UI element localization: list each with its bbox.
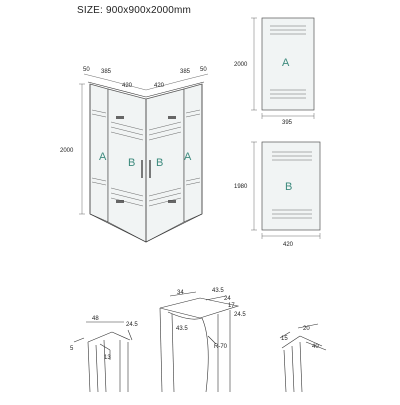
panel-a-width: 395 <box>282 120 293 126</box>
panel-a-height: 2000 <box>234 62 248 68</box>
detail-mid-r70: R-70 <box>214 344 228 350</box>
dim-main-height: 2000 <box>60 148 74 154</box>
detail-mid-24-5: 24.5 <box>234 312 246 318</box>
panel-b-width: 420 <box>283 242 294 248</box>
dim-left-385: 385 <box>101 69 112 75</box>
detail-right-20: 20 <box>303 326 310 332</box>
panel-a-label: A <box>282 57 290 69</box>
detail-mid-drawing <box>159 291 240 393</box>
detail-left-drawing <box>73 321 133 393</box>
detail-mid-17: 17 <box>228 303 235 309</box>
detail-mid-24: 24 <box>224 296 231 302</box>
main-enclosure <box>79 73 209 243</box>
detail-mid-43-5b: 43.5 <box>176 326 188 332</box>
detail-left-5: 5 <box>70 346 74 352</box>
detail-right-15: 15 <box>281 336 288 342</box>
panel-b-right-glass <box>145 88 185 243</box>
panel-b-label: B <box>285 181 292 193</box>
dim-mid-420b: 420 <box>154 83 165 89</box>
dim-left-50: 50 <box>83 67 90 73</box>
detail-left-13: 13 <box>104 355 111 361</box>
label-main-b2: B <box>156 157 163 169</box>
detail-left-48: 48 <box>92 316 99 322</box>
dim-right-385: 385 <box>180 69 191 75</box>
detail-right-drawing <box>279 323 327 393</box>
size-title: SIZE: 900x900x2000mm <box>77 5 192 16</box>
label-main-a: A <box>99 151 107 163</box>
label-main-b1: B <box>128 157 135 169</box>
panel-b-left-glass <box>107 88 147 243</box>
dim-mid-420a: 420 <box>122 83 133 89</box>
dim-right-50: 50 <box>200 67 207 73</box>
label-main-a2: A <box>184 151 192 163</box>
detail-right-40: 40 <box>312 344 319 350</box>
detail-left-24-5: 24.5 <box>126 322 138 328</box>
panel-b-drawing <box>251 141 321 239</box>
panel-a-drawing <box>251 17 315 119</box>
panel-b-height: 1980 <box>234 184 248 190</box>
detail-mid-43-5a: 43.5 <box>212 288 224 294</box>
detail-mid-34: 34 <box>177 290 184 296</box>
